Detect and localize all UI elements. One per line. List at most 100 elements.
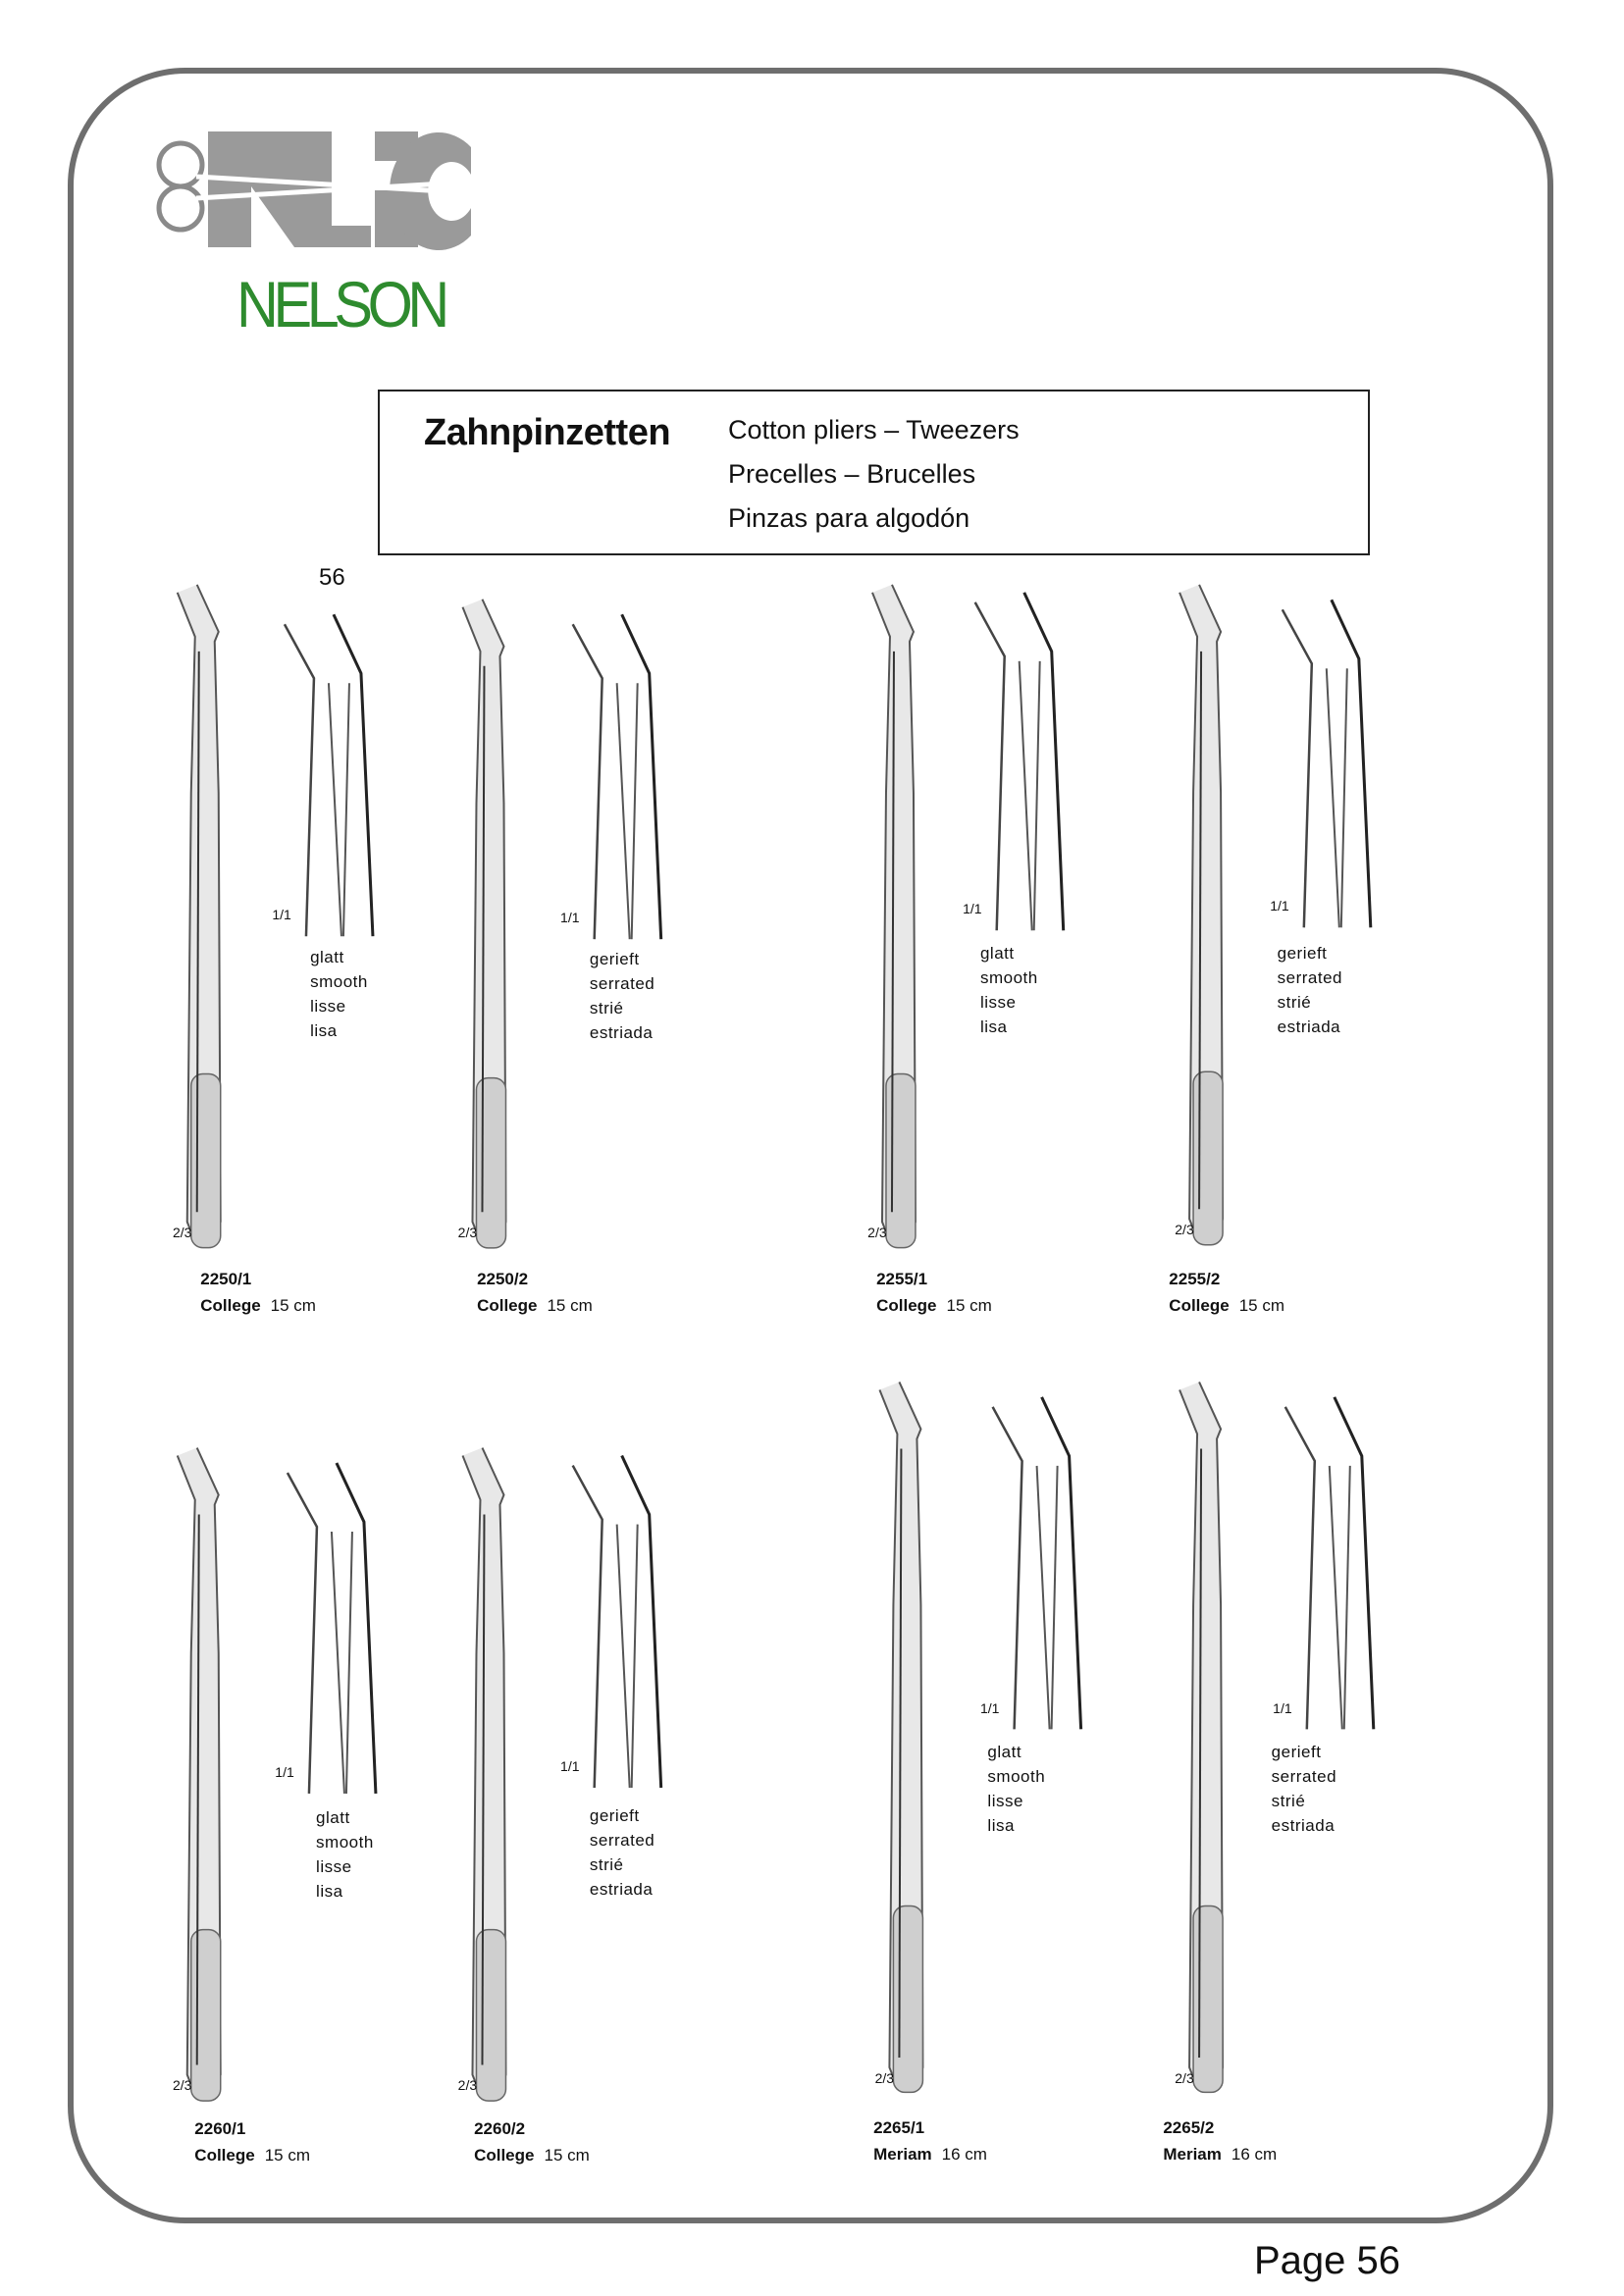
surface-term: lisse: [979, 992, 1017, 1012]
scale-full: 2/3: [874, 2069, 895, 2086]
scale-detail: 1/1: [963, 901, 982, 917]
tweezer-edge: [195, 651, 200, 1213]
surface-term: gerieft: [589, 1806, 640, 1826]
tweezer-illustration: [176, 584, 375, 1249]
surface-term: lisse: [316, 1856, 352, 1876]
tweezer-illustration: [1179, 1382, 1376, 2094]
surface-term: lisa: [310, 1021, 338, 1041]
page-label: Page 56: [1254, 2239, 1401, 2282]
tweezer-edge: [1198, 1448, 1203, 2059]
page-border: [68, 68, 1553, 2223]
tweezer-handle: [892, 1905, 924, 2094]
tweezer-edge: [481, 1514, 486, 2065]
nlsc-logo: [156, 131, 471, 251]
product-name: College: [474, 2146, 535, 2166]
product-size: 15 cm: [264, 2146, 310, 2166]
tweezer-detail-inner: [330, 1531, 345, 1795]
surface-description: gerieft serrated strié estriada: [1278, 941, 1342, 1039]
tweezer-illustration: [1179, 584, 1373, 1246]
product-size: 15 cm: [270, 1296, 316, 1316]
tweezer-handle: [189, 1928, 222, 2102]
surface-term: glatt: [979, 943, 1015, 963]
surface-term: estriada: [1277, 1017, 1341, 1036]
tweezer-detail-right: [1330, 599, 1373, 928]
product-name-size: College 15 cm: [200, 1296, 316, 1316]
surface-term: strié: [1277, 992, 1312, 1012]
scale-full: 2/3: [1175, 2069, 1194, 2086]
tweezer-detail-inner: [1035, 1465, 1051, 1730]
tweezer-detail-left: [1283, 1406, 1317, 1730]
surface-term: estriada: [1271, 1815, 1336, 1835]
tweezer-detail-inner: [615, 683, 631, 940]
tweezer-detail-left: [571, 623, 603, 940]
tweezer-handle: [475, 1928, 507, 2102]
surface-term: glatt: [987, 1742, 1022, 1761]
tweezer-detail-left: [1281, 608, 1314, 928]
subtitle-3: Pinzas para algodón: [728, 503, 970, 533]
product-code: 2260/2: [474, 2119, 526, 2139]
tweezer-detail-right: [1022, 592, 1066, 931]
tweezer-detail-right: [1040, 1396, 1083, 1730]
surface-description: glatt smooth lisse lisa: [316, 1805, 374, 1904]
product-code: 2265/2: [1163, 2117, 1215, 2137]
scale-detail: 1/1: [272, 907, 291, 923]
product-size: 15 cm: [547, 1296, 593, 1316]
tweezer-detail-right: [620, 1454, 663, 1789]
tweezer-detail-inner: [1328, 1465, 1343, 1730]
surface-term: smooth: [316, 1832, 374, 1852]
product-code: 2265/1: [873, 2117, 925, 2137]
tweezer-detail-inner: [344, 1531, 353, 1794]
product-name: College: [194, 2146, 255, 2166]
tweezer-edge: [898, 1448, 903, 2059]
surface-term: lisa: [979, 1017, 1008, 1036]
scale-detail: 1/1: [275, 1764, 294, 1781]
tweezer-handle: [1192, 1070, 1224, 1246]
product-size: 15 cm: [946, 1296, 992, 1316]
tweezer-handle: [885, 1072, 917, 1249]
tweezer-detail-inner: [1342, 1465, 1351, 1730]
product-code: 2250/1: [200, 1270, 252, 1289]
surface-term: serrated: [1277, 967, 1343, 987]
page-title: Zahnpinzetten: [424, 412, 671, 453]
scale-detail: 1/1: [1273, 1699, 1292, 1716]
surface-term: gerieft: [1271, 1742, 1322, 1761]
product-name: College: [1169, 1296, 1230, 1316]
scale-full: 2/3: [1175, 1221, 1194, 1237]
tweezer-edge: [195, 1514, 200, 2065]
surface-term: glatt: [316, 1807, 350, 1827]
subtitle-2: Precelles – Brucelles: [728, 459, 976, 489]
surface-term: smooth: [979, 967, 1038, 987]
surface-term: gerieft: [1277, 943, 1328, 963]
scale-detail: 1/1: [1270, 898, 1289, 914]
tweezer-detail-inner: [1032, 660, 1041, 931]
scale-full: 2/3: [457, 2077, 478, 2094]
tweezer-detail-left: [991, 1406, 1023, 1730]
product-name: College: [876, 1296, 937, 1316]
tweezer-illustration: [176, 1447, 378, 2102]
tweezer-detail-left: [286, 1472, 319, 1795]
tweezer-illustration: [878, 1382, 1083, 2094]
tweezer-detail-inner: [630, 1524, 639, 1789]
tweezer-detail-right: [620, 613, 663, 940]
tweezer-edge: [1198, 651, 1203, 1210]
scale-detail: 1/1: [979, 1699, 1000, 1716]
surface-term: lisa: [316, 1881, 343, 1901]
product-size: 15 cm: [1238, 1296, 1284, 1316]
surface-term: lisse: [310, 997, 346, 1017]
product-code: 2255/2: [1169, 1270, 1221, 1289]
product-code: 2260/1: [194, 2119, 246, 2139]
product-size: 16 cm: [941, 2144, 987, 2164]
tweezer-handle: [1192, 1905, 1224, 2094]
surface-term: smooth: [987, 1766, 1046, 1786]
product-name: College: [200, 1296, 261, 1316]
surface-term: serrated: [1271, 1766, 1337, 1786]
